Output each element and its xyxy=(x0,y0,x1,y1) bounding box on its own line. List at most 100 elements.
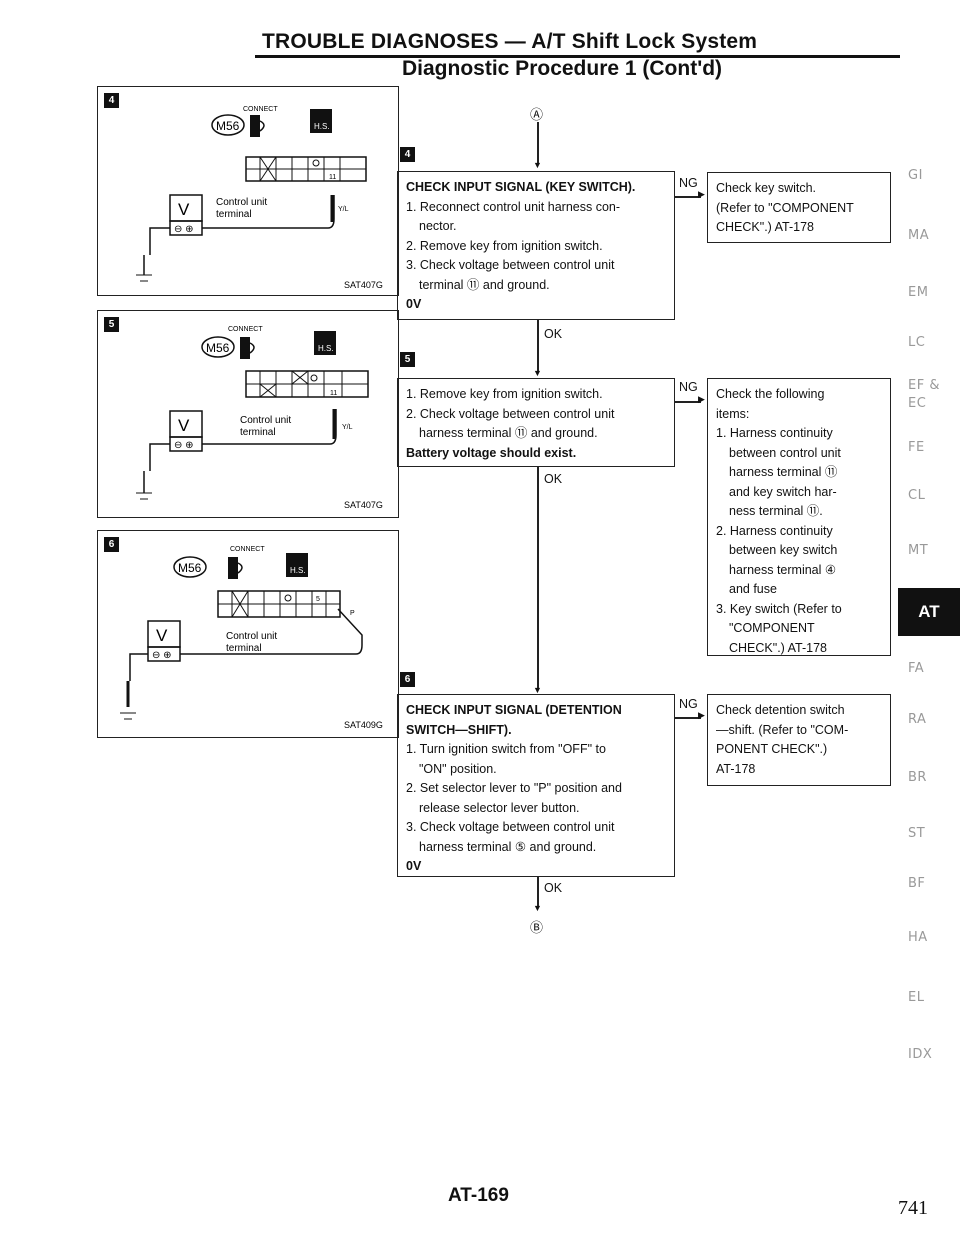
section-index-ra: RA xyxy=(908,712,927,727)
section-index-idx: IDX xyxy=(908,1047,933,1062)
meter-symbol: V xyxy=(178,416,190,435)
ng-box-line: Check detention switch xyxy=(716,703,845,717)
section-index-bf: BF xyxy=(908,876,926,891)
ng-box-line: Check key switch. xyxy=(716,181,817,195)
step4-line2: 2. Remove key from ignition switch. xyxy=(406,238,603,253)
control-unit-label: Control unit xyxy=(226,631,277,642)
section-index-st: ST xyxy=(908,826,926,841)
step5-result: Battery voltage should exist. xyxy=(406,445,577,460)
flow-line xyxy=(537,467,539,689)
ng-box-line: (Refer to "COMPONENT xyxy=(716,200,854,215)
connector-id: M56 xyxy=(216,119,240,133)
step5-check-box: 1. Remove key from ignition switch. 2. C… xyxy=(397,378,675,467)
wire-color: Y/L xyxy=(338,206,349,213)
svg-text:⊖ ⊕: ⊖ ⊕ xyxy=(174,440,194,451)
title-rule xyxy=(255,55,900,58)
step4-ng-box: Check key switch. (Refer to "COMPONENT C… xyxy=(707,172,891,243)
diagram-panel-4: 4 CONNECT M56 H.S. 11 V ⊖ ⊕ Control unit… xyxy=(97,86,399,296)
section-index-ma: MA xyxy=(908,228,930,243)
diagram-panel-6: 6 CONNECT M56 H.S. 5 P V ⊖ ⊕ Control uni… xyxy=(97,530,399,738)
section-index-ec: EC xyxy=(908,396,927,411)
page-subtitle: Diagnostic Procedure 1 (Cont'd) xyxy=(402,57,723,80)
step6-line3: 3. Check voltage between control unit xyxy=(406,820,615,834)
ng-box-line: Check the following xyxy=(716,387,825,401)
flow-start-marker: Ⓐ xyxy=(530,107,544,122)
wire-color: P xyxy=(350,610,355,617)
svg-text:⊖ ⊕: ⊖ ⊕ xyxy=(174,224,194,235)
flow-end-marker: Ⓑ xyxy=(530,920,544,935)
ng-box-line: CHECK".) AT-178 xyxy=(716,220,814,234)
arrow-right-icon: ▶ xyxy=(698,394,705,404)
step6-line3b: harness terminal ⑤ and ground. xyxy=(419,839,597,854)
step6-line1: 1. Turn ignition switch from "OFF" to xyxy=(406,742,606,756)
step-number-badge: 6 xyxy=(104,537,119,552)
step5-line1: 1. Remove key from ignition switch. xyxy=(406,387,603,401)
svg-text:⊖ ⊕: ⊖ ⊕ xyxy=(152,650,172,661)
section-index-fa: FA xyxy=(908,661,925,676)
ng-label: NG xyxy=(679,697,698,711)
pin-number: 5 xyxy=(316,596,320,603)
connect-label: CONNECT xyxy=(243,106,278,113)
section-index-cl: CL xyxy=(908,488,926,503)
step4-title: CHECK INPUT SIGNAL (KEY SWITCH). xyxy=(406,180,636,194)
figure-code: SAT409G xyxy=(344,720,383,730)
meter-symbol: V xyxy=(178,200,190,219)
step6-result: 0V xyxy=(406,859,422,873)
terminal-label: terminal xyxy=(240,427,276,438)
connect-label: CONNECT xyxy=(230,546,265,553)
step6-ng-box: Check detention switch —shift. (Refer to… xyxy=(707,694,891,786)
connector-id: M56 xyxy=(178,561,202,575)
page-code: AT-169 xyxy=(448,1185,509,1206)
ng-connector xyxy=(675,717,701,719)
section-index-ha: HA xyxy=(908,930,928,945)
ok-label: OK xyxy=(544,327,563,341)
step4-line3: 3. Check voltage between control unit xyxy=(406,258,615,272)
page-number: 741 xyxy=(898,1197,928,1219)
figure-code: SAT407G xyxy=(344,280,383,290)
ng-box-line: 3. Key switch (Refer to xyxy=(716,601,842,616)
section-index-fe: FE xyxy=(908,440,925,455)
step-number-badge: 6 xyxy=(400,672,415,687)
ok-label: OK xyxy=(544,881,563,895)
ng-box-line: —shift. (Refer to "COM- xyxy=(716,722,849,737)
ng-connector xyxy=(675,196,701,198)
step5-ng-box: Check the following items: 1. Harness co… xyxy=(707,378,891,656)
svg-text:H.S.: H.S. xyxy=(318,344,334,353)
arrow-down-icon: ▼ xyxy=(533,903,542,913)
step-number-badge: 4 xyxy=(104,93,119,108)
step4-check-box: CHECK INPUT SIGNAL (KEY SWITCH). 1. Reco… xyxy=(397,171,675,320)
ng-box-line: 1. Harness continuity xyxy=(716,426,833,440)
section-index-gi: GI xyxy=(908,168,923,183)
arrow-right-icon: ▶ xyxy=(698,710,705,720)
meter-symbol: V xyxy=(156,626,168,645)
ok-label: OK xyxy=(544,472,563,486)
step4-line3b: terminal ⑪ and ground. xyxy=(419,277,550,292)
section-index-lc: LC xyxy=(908,335,926,350)
section-index-at-active: AT xyxy=(898,588,960,636)
ng-box-line: "COMPONENT xyxy=(729,621,815,635)
flow-line xyxy=(537,122,539,164)
section-index-el: EL xyxy=(908,990,925,1005)
step6-title: CHECK INPUT SIGNAL (DETENTION xyxy=(406,703,622,717)
connector-check-diagram: CONNECT M56 H.S. 5 P V ⊖ ⊕ Control unit … xyxy=(120,546,383,730)
step4-line1: 1. Reconnect control unit harness con- xyxy=(406,199,621,214)
connector-check-diagram: CONNECT M56 H.S. 11 V ⊖ ⊕ Control unit t… xyxy=(136,326,383,510)
connector-id: M56 xyxy=(206,341,230,355)
page-title: TROUBLE DIAGNOSES — A/T Shift Lock Syste… xyxy=(262,30,758,53)
arrow-down-icon: ▼ xyxy=(533,160,542,170)
step-number-badge: 5 xyxy=(104,317,119,332)
step-number-badge: 4 xyxy=(400,147,415,162)
ng-box-line: and fuse xyxy=(729,582,777,596)
step4-result: 0V xyxy=(406,297,422,311)
ng-box-line: between key switch xyxy=(729,543,838,557)
step6-line2b: release selector lever button. xyxy=(419,800,580,815)
terminal-label: terminal xyxy=(216,209,252,220)
ng-box-line: and key switch har- xyxy=(729,484,837,499)
step6-check-box: CHECK INPUT SIGNAL (DETENTION SWITCH—SHI… xyxy=(397,694,675,877)
ng-label: NG xyxy=(679,380,698,394)
section-index-ef: EF & xyxy=(908,378,940,393)
svg-text:H.S.: H.S. xyxy=(290,566,306,575)
step4-line1b: nector. xyxy=(419,219,457,233)
ng-box-line: items: xyxy=(716,406,750,421)
pin-number: 11 xyxy=(330,390,337,397)
